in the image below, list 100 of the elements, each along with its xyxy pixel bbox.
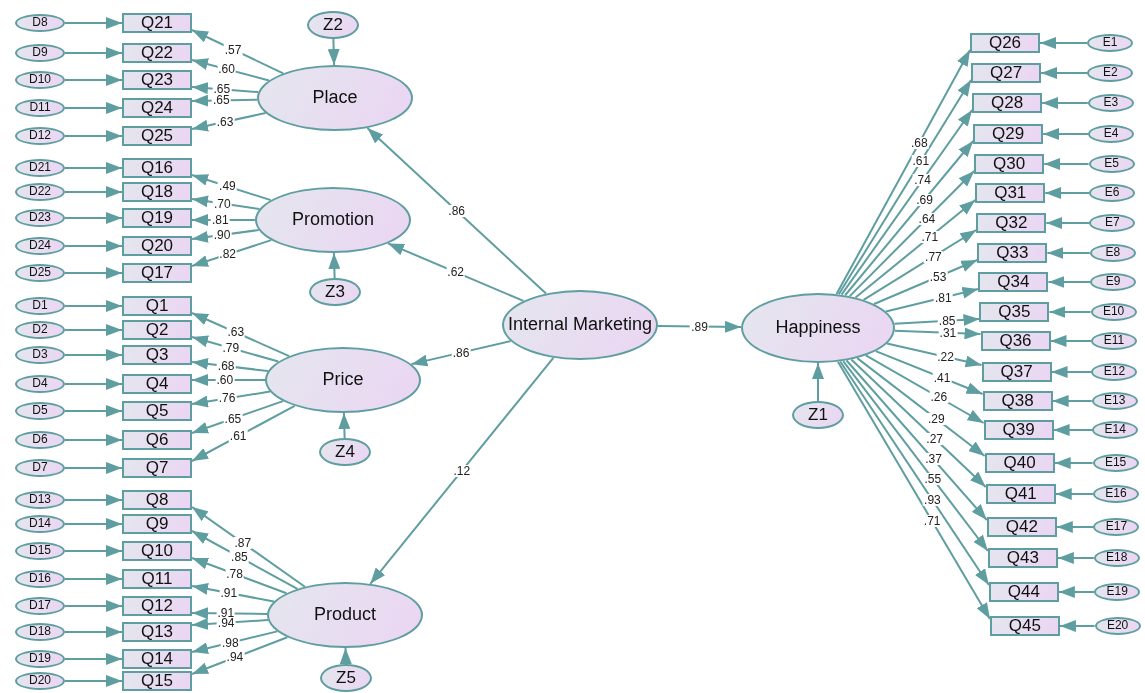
indicator-box: Q16 xyxy=(122,158,192,178)
arrow xyxy=(191,400,284,434)
indicator-box: Q21 xyxy=(122,13,192,33)
indicator-box: Q6 xyxy=(122,430,192,450)
edge-label: .57 xyxy=(223,43,243,56)
indicator-box: Q2 xyxy=(122,320,192,340)
disturbance-ellipse: Z4 xyxy=(319,438,371,466)
edge-label: .87 xyxy=(233,536,253,549)
edge-label: .85 xyxy=(230,551,249,564)
latent-ellipse: Promotion xyxy=(255,187,411,253)
error-ellipse: D5 xyxy=(15,402,65,420)
arrow xyxy=(1049,335,1092,347)
arrow xyxy=(1047,276,1092,288)
arrow xyxy=(64,462,123,474)
arrow xyxy=(339,647,352,665)
edge-label: .27 xyxy=(925,432,944,445)
edge-label: .65 xyxy=(212,83,232,96)
error-ellipse: D4 xyxy=(15,375,65,393)
error-ellipse: D11 xyxy=(15,99,65,117)
arrow xyxy=(1042,128,1090,140)
indicator-box: Q38 xyxy=(982,391,1053,411)
arrow xyxy=(64,653,123,665)
error-ellipse: D20 xyxy=(15,672,65,690)
arrow xyxy=(191,404,296,462)
error-ellipse: D13 xyxy=(15,491,65,509)
error-ellipse: D16 xyxy=(15,570,65,588)
edge-label: .86 xyxy=(451,346,471,359)
error-ellipse: D7 xyxy=(15,459,65,477)
arrow xyxy=(862,229,978,301)
arrow xyxy=(191,82,260,95)
error-ellipse: E4 xyxy=(1088,125,1135,143)
error-ellipse: D18 xyxy=(15,623,65,641)
indicator-box: Q15 xyxy=(122,671,192,691)
edge-label: .29 xyxy=(926,412,946,425)
arrow xyxy=(1041,97,1089,109)
error-ellipse: E1 xyxy=(1087,34,1133,52)
edge-label: .90 xyxy=(212,228,232,241)
arrow xyxy=(64,324,123,336)
arrow xyxy=(328,252,341,279)
indicator-box: Q29 xyxy=(973,124,1044,144)
arrow xyxy=(191,583,275,603)
indicator-box: Q42 xyxy=(986,517,1057,537)
arrow xyxy=(338,412,351,439)
arrow xyxy=(64,130,123,142)
edge-label: .93 xyxy=(923,494,942,507)
arrow xyxy=(840,109,974,296)
indicator-box: Q18 xyxy=(122,182,192,202)
disturbance-ellipse: Z1 xyxy=(792,401,844,429)
error-ellipse: D6 xyxy=(15,431,65,449)
edge-label: .70 xyxy=(213,197,232,210)
arrow xyxy=(874,350,984,395)
arrow xyxy=(64,47,123,59)
arrow xyxy=(1044,187,1090,199)
error-ellipse: D19 xyxy=(15,650,65,668)
arrow xyxy=(1056,552,1095,564)
error-ellipse: D17 xyxy=(15,597,65,615)
error-ellipse: E6 xyxy=(1089,184,1135,202)
indicator-box: Q23 xyxy=(122,70,192,90)
edge-label: .65 xyxy=(211,94,231,107)
arrow xyxy=(64,405,123,417)
error-ellipse: D15 xyxy=(15,542,65,560)
edge-label: .94 xyxy=(225,651,245,664)
arrow xyxy=(191,174,272,202)
edge-label: .89 xyxy=(690,320,709,333)
indicator-box: Q5 xyxy=(122,401,192,421)
indicator-box: Q32 xyxy=(976,213,1047,233)
error-ellipse: D14 xyxy=(15,515,65,533)
disturbance-ellipse: Z3 xyxy=(309,278,361,306)
arrow xyxy=(836,360,991,620)
error-ellipse: E14 xyxy=(1092,421,1139,439)
edge-label: .61 xyxy=(911,155,931,168)
indicator-box: Q35 xyxy=(979,302,1050,322)
error-ellipse: E17 xyxy=(1093,518,1140,536)
arrow xyxy=(191,607,269,620)
edge-label: .26 xyxy=(929,391,949,404)
arrow xyxy=(1055,521,1095,533)
latent-ellipse: Price xyxy=(265,347,421,413)
indicator-box: Q17 xyxy=(122,263,192,283)
edge-label: .49 xyxy=(218,180,237,193)
arrow xyxy=(1053,457,1094,469)
indicator-box: Q4 xyxy=(122,374,192,394)
latent-ellipse: Internal Marketing xyxy=(502,290,658,360)
indicator-box: Q36 xyxy=(980,331,1051,351)
edge-label: .81 xyxy=(211,214,230,226)
indicator-box: Q22 xyxy=(122,43,192,63)
error-ellipse: D9 xyxy=(15,44,65,62)
arrow xyxy=(64,17,123,29)
indicator-box: Q37 xyxy=(981,362,1052,382)
arrow xyxy=(1057,586,1096,598)
indicator-box: Q25 xyxy=(122,126,192,146)
edge-label: .94 xyxy=(216,616,236,629)
edge-label: .64 xyxy=(917,212,937,225)
edge-label: .68 xyxy=(909,136,929,149)
edge-label: .78 xyxy=(225,567,244,580)
indicator-box: Q40 xyxy=(984,453,1055,473)
arrow xyxy=(856,357,986,457)
error-ellipse: E20 xyxy=(1094,617,1141,635)
arrow xyxy=(1054,488,1094,500)
arrow xyxy=(64,675,123,687)
edge-label: .71 xyxy=(920,231,940,243)
